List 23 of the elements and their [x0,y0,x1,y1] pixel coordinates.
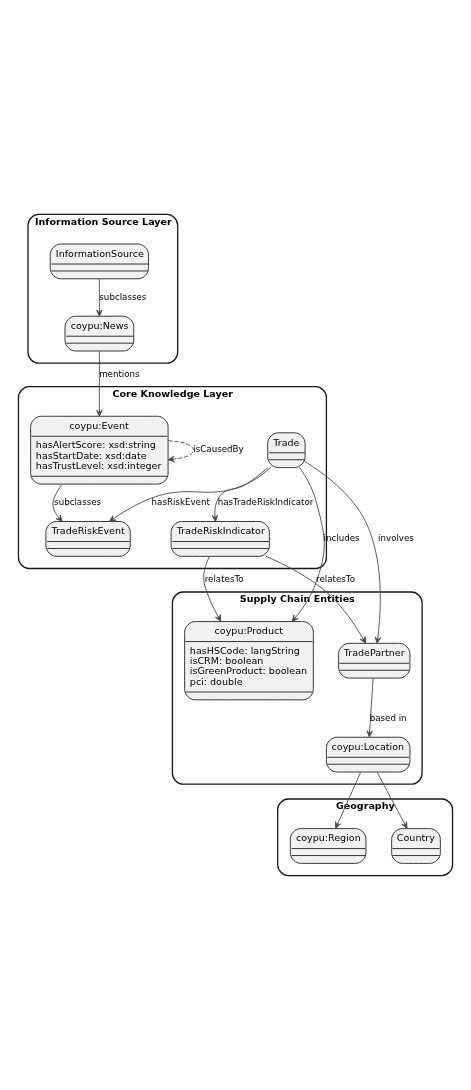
arrow [52,483,63,522]
edge-label: subclasses [99,291,147,302]
edge-label: relatesTo [204,574,244,585]
edge-label: subclasses [54,496,102,507]
edge-label: mentions [99,369,140,380]
arrow [203,555,222,622]
edge-label: involves [378,533,414,544]
arrow [167,440,194,463]
arrow [96,278,103,317]
edge-label: hasTradeRiskIndicator [217,496,314,507]
arrow [366,678,374,738]
arrow [291,467,325,622]
edge-label: hasRiskEvent [151,496,210,507]
edge-label: isCausedBy [193,444,244,455]
edge-label: relatesTo [316,574,355,585]
arrow [265,555,367,644]
arrow [304,461,382,644]
edge-label: based in [369,712,407,723]
arrow [376,771,408,829]
arrow [211,467,269,522]
arrow [335,771,362,829]
arrow [96,350,103,417]
arrow [109,467,271,522]
